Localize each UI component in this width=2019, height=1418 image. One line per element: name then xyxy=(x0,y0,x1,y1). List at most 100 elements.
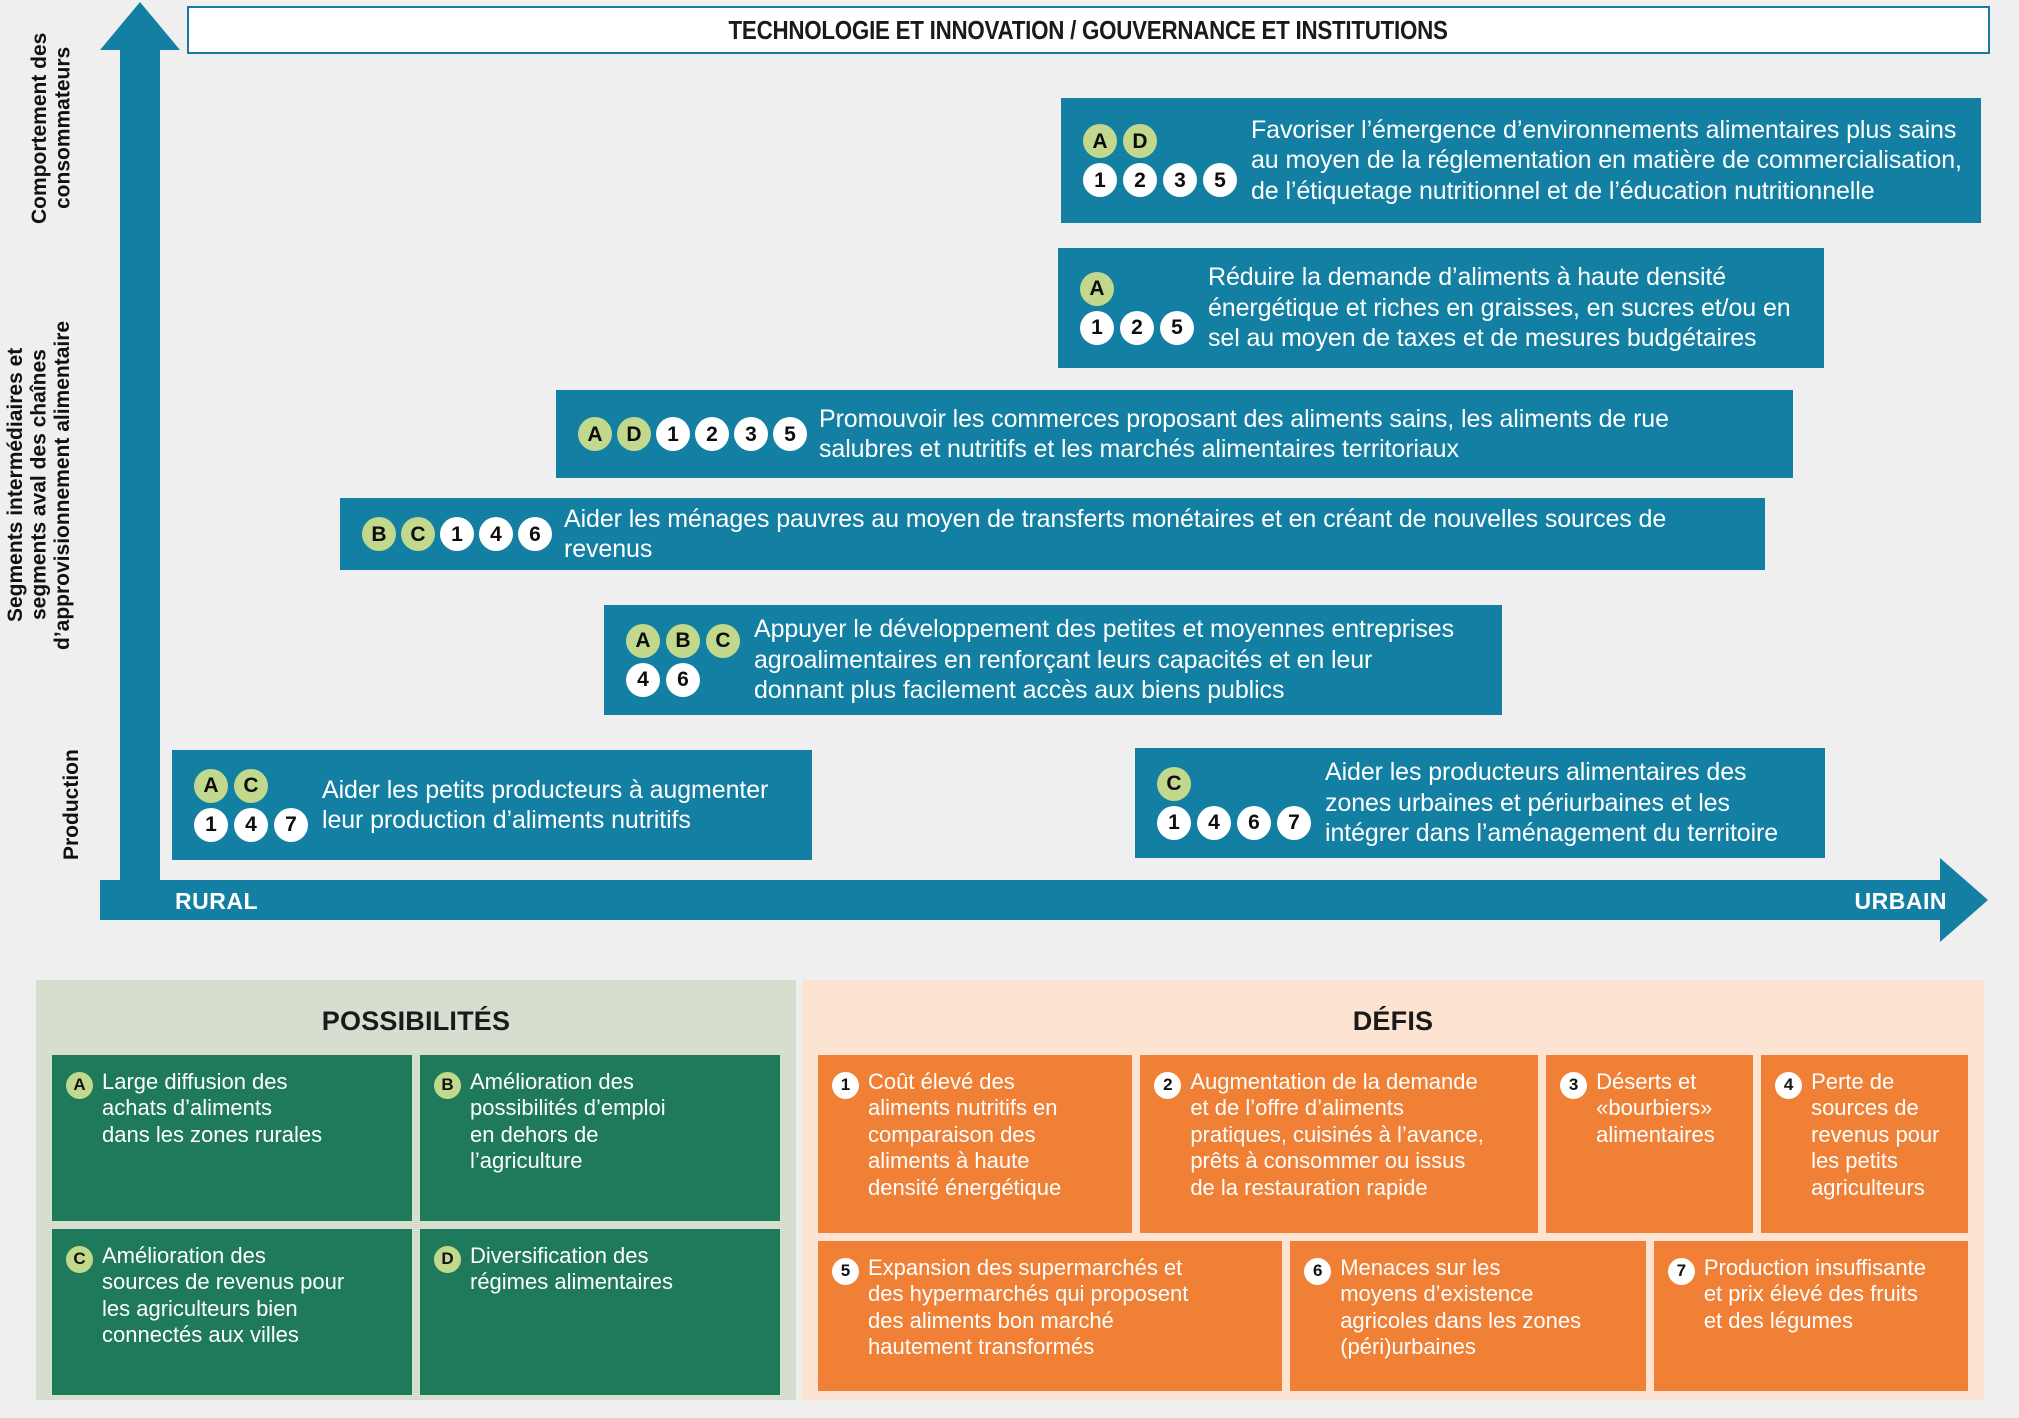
challenge-card-3[interactable]: 3 Déserts et «bourbiers» alimentaires xyxy=(1546,1055,1754,1233)
badge-number: 2 xyxy=(1154,1072,1182,1099)
badge-number: 7 xyxy=(274,807,308,842)
badge-number: 5 xyxy=(832,1258,859,1285)
badge-number: 2 xyxy=(695,417,729,451)
strategy-text: Réduire la demande d’aliments à haute de… xyxy=(1208,263,1791,353)
badge-number: 4 xyxy=(479,517,513,551)
badge-number: 1 xyxy=(656,417,690,451)
axis-label-consumer-behaviour: Comportement des consommateurs xyxy=(28,32,75,224)
strategy-bar-5[interactable]: A B C 4 6 Appuyer le développement des p… xyxy=(604,605,1502,715)
strategy-text: Appuyer le développement des petites et … xyxy=(754,615,1454,705)
number-badges: 1 2 3 5 xyxy=(1083,163,1237,197)
badge-number: 4 xyxy=(234,807,268,842)
badge-letter: B xyxy=(434,1072,461,1099)
number-badges: 1 2 5 xyxy=(1080,310,1194,345)
strategy-text: Promouvoir les commerces proposant des a… xyxy=(819,404,1669,464)
opportunity-card-d[interactable]: D Diversification des régimes alimentair… xyxy=(420,1229,780,1395)
badge-group: A 1 2 5 xyxy=(1058,271,1208,345)
badge-letter: B xyxy=(666,623,700,658)
header-title: TECHNOLOGIE ET INNOVATION / GOUVERNANCE … xyxy=(728,14,1449,45)
strategy-bar-1[interactable]: A D 1 2 3 5 Favoriser l’émergence d’envi… xyxy=(1061,98,1981,223)
challenge-text: Perte de sources de revenus pour les pet… xyxy=(1811,1069,1940,1200)
badge-number: 5 xyxy=(1203,163,1237,197)
opportunities-grid: A Large diffusion des achats d’aliments … xyxy=(52,1055,780,1395)
badge-number: 1 xyxy=(1157,805,1191,840)
opportunities-title: POSSIBILITÉS xyxy=(321,1006,511,1036)
strategy-text: Aider les petits producteurs à augmenter… xyxy=(322,775,769,835)
number-badges: 1 4 7 xyxy=(194,807,308,842)
x-axis-arrowhead xyxy=(1940,858,1988,942)
badge-number: 4 xyxy=(626,662,660,697)
challenges-row-bottom: 5 Expansion des supermarchés et des hype… xyxy=(818,1241,1968,1391)
letter-badges: A D xyxy=(1083,124,1237,158)
opportunity-card-b[interactable]: B Amélioration des possibilités d’emploi… xyxy=(420,1055,780,1221)
strategy-bar-7[interactable]: C 1 4 6 7 Aider les producteurs alimenta… xyxy=(1135,748,1825,858)
axis-label-rural: RURAL xyxy=(175,888,258,914)
badge-group: A C 1 4 7 xyxy=(172,768,322,842)
strategy-bar-6[interactable]: A C 1 4 7 Aider les petits producteurs à… xyxy=(172,750,812,860)
opportunity-text: Amélioration des possibilités d’emploi e… xyxy=(470,1069,666,1174)
opportunity-card-a[interactable]: A Large diffusion des achats d’aliments … xyxy=(52,1055,412,1221)
opportunity-text: Diversification des régimes alimentaires xyxy=(470,1243,673,1295)
badge-number: 3 xyxy=(1560,1072,1588,1099)
badge-letter: A xyxy=(1080,271,1114,306)
badge-letter: A xyxy=(66,1072,93,1099)
challenge-card-7[interactable]: 7 Production insuffisante et prix élevé … xyxy=(1653,1241,1968,1391)
badge-letter: B xyxy=(362,517,396,551)
badge-group: B C 1 4 6 xyxy=(340,517,564,551)
badge-number: 6 xyxy=(1304,1258,1332,1285)
strategy-bar-2[interactable]: A 1 2 5 Réduire la demande d’aliments à … xyxy=(1058,248,1824,368)
challenges-title: DÉFIS xyxy=(1352,1006,1434,1036)
badge-number: 2 xyxy=(1120,310,1154,345)
badge-letter: C xyxy=(401,517,435,551)
x-axis-shaft xyxy=(100,880,1952,920)
letter-badges: A B C xyxy=(626,623,740,658)
badge-number: 1 xyxy=(194,807,228,842)
letter-badges: A C xyxy=(194,768,308,803)
badge-number: 1 xyxy=(1080,310,1114,345)
challenge-card-4[interactable]: 4 Perte de sources de revenus pour les p… xyxy=(1761,1055,1968,1233)
strategy-text: Favoriser l’émergence d’environnements a… xyxy=(1251,115,1962,205)
axis-label-production: Production xyxy=(60,749,83,861)
challenges-panel: DÉFIS 1 Coût élevé des aliments nutritif… xyxy=(802,980,1984,1400)
badge-number: 5 xyxy=(773,417,807,451)
badge-group: A B C 4 6 xyxy=(604,623,754,697)
axis-label-midstream-downstream: Segments intermédiaires et segments aval… xyxy=(4,320,75,650)
letter-badges: A xyxy=(1080,271,1194,306)
challenge-text: Menaces sur les moyens d’existence agric… xyxy=(1340,1255,1582,1360)
challenge-text: Coût élevé des aliments nutritifs en com… xyxy=(868,1069,1062,1200)
challenges-row-top: 1 Coût élevé des aliments nutritifs en c… xyxy=(818,1055,1968,1233)
badge-number: 6 xyxy=(1237,805,1271,840)
badge-number: 2 xyxy=(1123,163,1157,197)
axis-label-urbain: URBAIN xyxy=(1854,888,1947,914)
badge-number: 6 xyxy=(666,662,700,697)
badge-number: 4 xyxy=(1775,1072,1803,1099)
badge-number: 1 xyxy=(440,517,474,551)
challenge-card-6[interactable]: 6 Menaces sur les moyens d’existence agr… xyxy=(1290,1241,1646,1391)
challenge-card-2[interactable]: 2 Augmentation de la demande et de l’off… xyxy=(1140,1055,1539,1233)
badge-letter: A xyxy=(194,768,228,803)
badge-number: 5 xyxy=(1160,310,1194,345)
badge-letter: A xyxy=(1083,124,1117,158)
badge-letter: A xyxy=(578,417,612,451)
strategy-text: Aider les producteurs alimentaires des z… xyxy=(1325,758,1779,848)
strategy-bar-3[interactable]: A D 1 2 3 5 Promouvoir les commerces pro… xyxy=(556,390,1793,478)
number-badges: 4 6 xyxy=(626,662,740,697)
strategy-bar-4[interactable]: B C 1 4 6 Aider les ménages pauvres au m… xyxy=(340,498,1765,570)
badge-letter: D xyxy=(1123,124,1157,158)
challenge-card-5[interactable]: 5 Expansion des supermarchés et des hype… xyxy=(818,1241,1283,1391)
badge-number: 3 xyxy=(1163,163,1197,197)
badge-number: 3 xyxy=(734,417,768,451)
challenge-card-1[interactable]: 1 Coût élevé des aliments nutritifs en c… xyxy=(818,1055,1133,1233)
badge-number: 4 xyxy=(1197,805,1231,840)
badge-letter: A xyxy=(626,623,660,658)
y-axis-shaft xyxy=(120,42,160,902)
letter-badges: C xyxy=(1157,766,1311,801)
badge-group: C 1 4 6 7 xyxy=(1135,766,1325,840)
badge-letter: C xyxy=(66,1246,93,1273)
badge-group: A D 1 2 3 5 xyxy=(556,417,819,451)
badge-letter: C xyxy=(706,623,740,658)
opportunity-text: Large diffusion des achats d’aliments da… xyxy=(102,1069,323,1147)
opportunity-card-c[interactable]: C Amélioration des sources de revenus po… xyxy=(52,1229,412,1395)
header-banner: TECHNOLOGIE ET INNOVATION / GOUVERNANCE … xyxy=(187,6,1990,54)
